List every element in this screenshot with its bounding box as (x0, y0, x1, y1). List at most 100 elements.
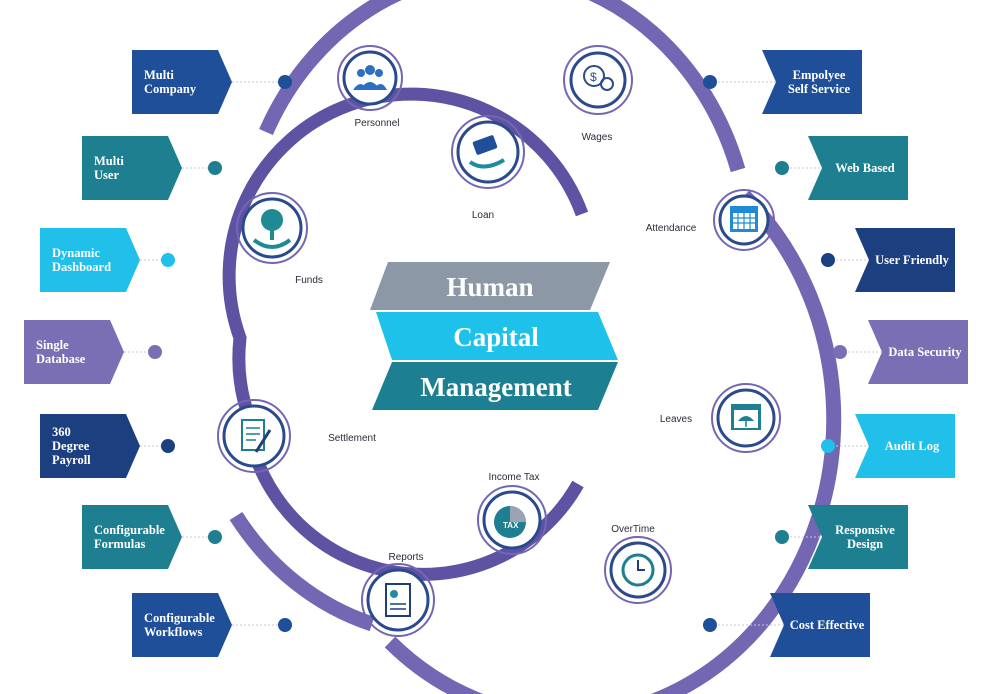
inner-ring-upper-arc (222, 87, 589, 423)
feature-tag-label: Payroll (52, 453, 91, 467)
feature-tag-label: User Friendly (875, 253, 949, 267)
feature-tag-shape (855, 414, 955, 478)
module-label-income-tax: Income Tax (489, 472, 540, 483)
module-label-attendance: Attendance (646, 223, 697, 234)
connector-dot (161, 253, 175, 267)
feature-tag: Data Security (833, 320, 968, 384)
feature-tag-label: User (94, 168, 119, 182)
title-banner: Human Capital Management (370, 262, 618, 410)
feature-tag-shape (770, 593, 870, 657)
node-ring (451, 115, 525, 189)
feature-tag-shape (855, 228, 955, 292)
node-ring (604, 536, 672, 604)
feature-tag: Web Based (775, 136, 908, 200)
feature-tag-shape (24, 320, 124, 384)
title-banner-management (372, 362, 618, 410)
module-label-overtime: OverTime (611, 524, 655, 535)
feature-tag: Audit Log (821, 414, 955, 478)
title-banner-capital (376, 312, 618, 360)
module-label-wages: Wages (582, 132, 613, 143)
feature-tag-label: Data Security (888, 345, 962, 359)
node-ring (477, 485, 547, 555)
feature-tag-shape (132, 50, 232, 114)
connector-dot (833, 345, 847, 359)
module-label-personnel: Personnel (354, 118, 399, 129)
node-circle (342, 50, 398, 106)
node-ring (563, 45, 633, 115)
module-settlement: Settlement (217, 399, 376, 473)
node-ring (361, 563, 435, 637)
module-attendance: Attendance (646, 189, 775, 251)
people-icon (353, 65, 387, 90)
feature-tag-label: Dynamic (52, 246, 100, 260)
feature-tag-label: Dashboard (52, 260, 111, 274)
module-label-leaves: Leaves (660, 414, 692, 425)
tax-pie-icon: TAX (494, 506, 526, 538)
feature-tag-label: Configurable (144, 611, 215, 625)
connector-dot (208, 161, 222, 175)
module-label-reports: Reports (388, 552, 423, 563)
module-label-loan: Loan (472, 210, 494, 221)
connector-dot (161, 439, 175, 453)
title-capital: Capital (453, 322, 539, 352)
calendar-icon (730, 206, 758, 232)
node-circle (569, 51, 627, 109)
feature-tag-shape (762, 50, 862, 114)
feature-tag-label: Cost Effective (790, 618, 865, 632)
module-label-settlement: Settlement (328, 433, 376, 444)
node-ring (217, 399, 291, 473)
node-circle (456, 120, 520, 184)
module-income-tax: TAX Income Tax (477, 472, 547, 555)
left-feature-tags: MultiCompanyMultiUserDynamicDashboardSin… (24, 50, 292, 657)
tree-hands-icon (252, 209, 292, 249)
feature-tag-label: Design (847, 537, 883, 551)
loan-hand-icon (468, 135, 506, 169)
feature-tag-label: Single (36, 338, 69, 352)
module-overtime: OverTime (604, 524, 672, 604)
umbrella-window-icon (731, 404, 761, 430)
module-wages: $ Wages (563, 45, 633, 143)
feature-tag-label: Workflows (144, 625, 202, 639)
clock-icon (621, 553, 655, 587)
svg-text:$: $ (590, 70, 597, 84)
report-icon (385, 583, 411, 617)
connector-dot (703, 618, 717, 632)
module-nodes: Personnel $ Wages Loan (217, 45, 781, 637)
feature-tag-shape (868, 320, 968, 384)
connector-dot (775, 161, 789, 175)
feature-tag-label: Configurable (94, 523, 165, 537)
feature-tag-shape (40, 414, 140, 478)
outer-ring-top-arc (259, 0, 746, 173)
feature-tag-label: Web Based (835, 161, 894, 175)
module-funds: Funds (236, 192, 323, 286)
connector-dot (821, 253, 835, 267)
outer-ring-bottom-left-arc (229, 511, 375, 632)
feature-tag-label: Responsive (835, 523, 895, 537)
feature-tag-label: Database (36, 352, 86, 366)
node-ring (711, 383, 781, 453)
feature-tag: Cost Effective (703, 593, 870, 657)
connector-dot (821, 439, 835, 453)
feature-tag-label: 360 (52, 425, 71, 439)
feature-tag-label: Self Service (788, 82, 851, 96)
module-reports: Reports (361, 552, 435, 637)
feature-tag-shape (82, 136, 182, 200)
feature-tag-label: Company (144, 82, 197, 96)
module-loan: Loan (451, 115, 525, 221)
feature-tag-shape (132, 593, 232, 657)
feature-tag-label: Audit Log (885, 439, 940, 453)
title-banner-human (370, 262, 610, 310)
feature-tag-label: Formulas (94, 537, 146, 551)
title-human: Human (446, 272, 533, 302)
connector-dot (703, 75, 717, 89)
feature-tag-shape (808, 136, 908, 200)
node-ring (337, 45, 403, 111)
module-personnel: Personnel (337, 45, 403, 129)
